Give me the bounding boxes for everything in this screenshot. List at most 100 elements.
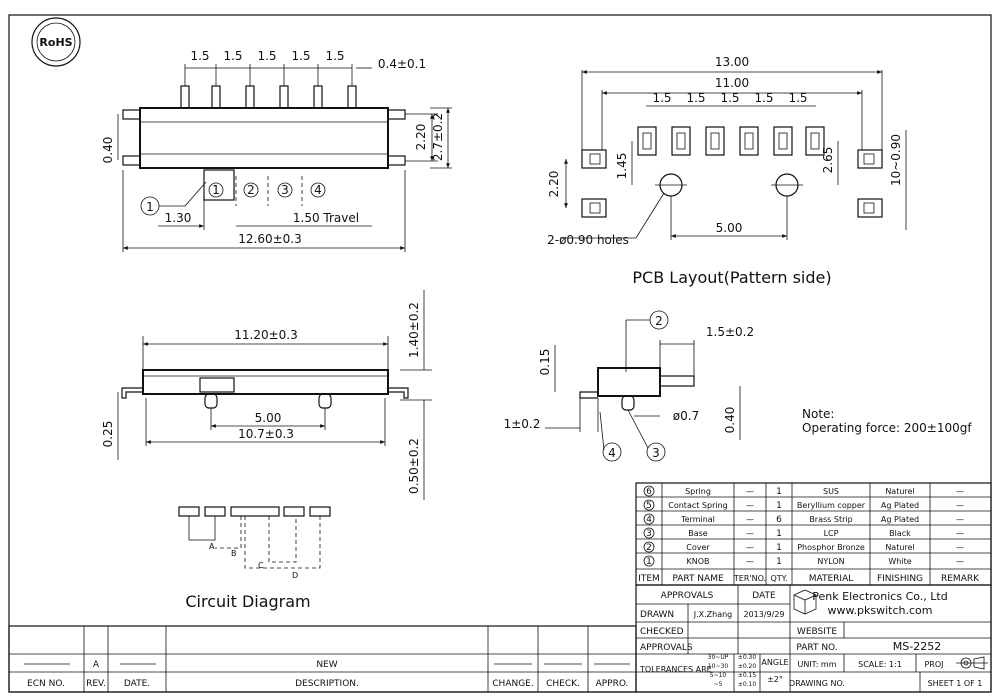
pcb-holes: 2-ø0.90 holes (547, 233, 629, 247)
bom-cell-ter: — (746, 487, 754, 496)
tb-tol-val-3: ±0.15 (738, 672, 757, 679)
bom-cell-remark: — (956, 543, 964, 552)
top-callout-1: 1 (146, 200, 154, 214)
bom-item-circle (643, 485, 655, 497)
tb-tol-val-1: ±0.30 (738, 654, 757, 661)
tb-approvals: APPROVALS (661, 591, 714, 601)
bom-h-finishing: FINISHING (877, 574, 923, 584)
bom-h-material: MATERIAL (809, 574, 854, 584)
bom-cell-name: KNOB (686, 557, 709, 566)
side-view: 2 1.5±0.2 0.15 1±0.2 ø0.7 0.40 4 3 (504, 310, 754, 462)
top-pitch-3: 1.5 (257, 49, 276, 63)
bom-h-item: ITEM (638, 574, 660, 584)
circuit-title: Circuit Diagram (185, 592, 310, 611)
bom-h-ter: TER'NO. (733, 574, 766, 583)
tb-tol-range-4: ~5 (714, 681, 723, 688)
top-pin-width: 0.4±0.1 (378, 57, 426, 71)
pcb-title: PCB Layout(Pattern side) (632, 268, 831, 287)
tb-drawn-date: 2013/9/29 (743, 610, 784, 619)
note-body: Operating force: 200±100gf (802, 421, 972, 435)
circuit-label-b: B (231, 549, 237, 558)
pcb-pitch-5: 1.5 (788, 91, 807, 105)
tb-scale: SCALE: 1:1 (858, 660, 902, 669)
top-overall-length: 12.60±0.3 (238, 232, 302, 246)
side-dia: ø0.7 (673, 409, 699, 423)
pcb-right-h: 2.65 (821, 147, 835, 174)
bom-cell-item: 1 (646, 557, 652, 567)
front-pitch: 5.00 (255, 411, 282, 425)
pcb-pitch-3: 1.5 (720, 91, 739, 105)
top-pitch-5: 1.5 (325, 49, 344, 63)
bom-cell-remark: — (956, 487, 964, 496)
bom-h-remark: REMARK (941, 574, 980, 584)
front-length-inner: 10.7±0.3 (238, 427, 294, 441)
bom-cell-remark: — (956, 501, 964, 510)
tb-drawn-by: J.X.Zhang (693, 610, 733, 619)
bom-cell-finishing: Ag Plated (881, 501, 919, 510)
bom-cell-name: Contact Spring (668, 501, 727, 510)
front-height-top: 1.40±0.2 (407, 302, 421, 358)
front-pin-h: 0.25 (101, 421, 115, 448)
top-knob-offset: 1.30 (165, 211, 192, 225)
bom-cell-name: Spring (685, 487, 711, 496)
tb-date: DATE (752, 591, 776, 601)
tb-angle-val: ±2° (767, 675, 783, 684)
top-view: 1.5 1.5 1.5 1.5 1.5 0.4±0.1 0.40 2.20 2.… (101, 49, 452, 252)
rev-h-check: CHECK. (546, 679, 580, 689)
pcb-left-h: 2.20 (547, 171, 561, 198)
tb-drawn: DRAWN (640, 610, 674, 620)
tb-tol-val-2: ±0.20 (738, 663, 757, 670)
bom-item-circle (643, 513, 655, 525)
tb-unit: UNIT: mm (797, 660, 836, 669)
top-height-left: 0.40 (101, 137, 115, 164)
bom-cell-item: 3 (646, 529, 652, 539)
top-pos-1: 1 (212, 183, 220, 197)
bom-cell-qty: 1 (776, 501, 782, 511)
tb-tol-range-3: 5~10 (710, 672, 727, 679)
bom-cell-ter: — (746, 543, 754, 552)
bom-cell-ter: — (746, 529, 754, 538)
bom-cell-material: LCP (824, 529, 839, 538)
bom-cell-name: Cover (686, 543, 710, 552)
bom-cell-remark: — (956, 529, 964, 538)
tb-website-url: www.pkswitch.com (828, 604, 933, 617)
rev-h-change: CHANGE. (492, 679, 533, 689)
tb-website: WEBSITE (797, 627, 837, 637)
tb-proj: PROJ (924, 660, 943, 669)
tb-approvals2: APPROVALS (640, 643, 693, 653)
tb-angle: ANGLE (761, 658, 788, 667)
front-length: 11.20±0.3 (234, 328, 298, 342)
rev-h-date: DATE. (124, 679, 150, 689)
pcb-overall: 13.00 (715, 55, 749, 69)
top-height-mid: 2.20 (414, 124, 428, 151)
tb-tol-val-4: ±0.10 (738, 681, 757, 688)
bom-header: ITEM PART NAME TER'NO. QTY. MATERIAL FIN… (638, 574, 980, 584)
side-width-left: 1±0.2 (504, 417, 541, 431)
top-pos-3: 3 (281, 183, 289, 197)
rohs-text: RoHS (39, 36, 72, 49)
bom-cell-item: 6 (646, 487, 652, 497)
tb-company: Penk Electronics Co., Ltd (812, 590, 947, 603)
bom-cell-ter: — (746, 515, 754, 524)
bom-cell-finishing: White (888, 557, 911, 566)
tb-part-no-label: PART NO. (796, 643, 837, 653)
pcb-pitch-1: 1.5 (652, 91, 671, 105)
bom-cell-remark: — (956, 515, 964, 524)
tb-drawing-no: DRAWING NO. (789, 679, 845, 688)
circuit-diagram: A B C D Circuit Diagram (178, 506, 331, 611)
projection-symbol-icon (956, 656, 988, 670)
bom-cell-item: 5 (646, 501, 652, 511)
top-travel: 1.50 Travel (293, 211, 359, 225)
bom-cell-name: Base (688, 529, 708, 538)
note-title: Note: (802, 407, 834, 421)
top-pitch-4: 1.5 (291, 49, 310, 63)
bom-cell-material: SUS (823, 487, 839, 496)
bom-cell-qty: 1 (776, 557, 782, 567)
